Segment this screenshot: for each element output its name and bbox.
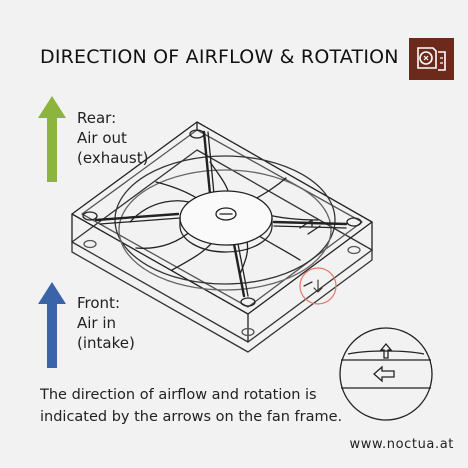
frame-arrow-left-icon <box>374 367 394 381</box>
page-title: DIRECTION OF AIRFLOW & ROTATION <box>40 46 399 68</box>
description-line1: The direction of airflow and rotation is <box>40 384 440 406</box>
website-link[interactable]: www.noctua.at <box>350 437 454 452</box>
noctua-owl-badge-icon <box>409 38 454 80</box>
description-line2: indicated by the arrows on the fan frame… <box>40 406 440 428</box>
fan-diagram <box>60 110 380 364</box>
description: The direction of airflow and rotation is… <box>40 384 440 428</box>
fan-hub <box>180 191 272 245</box>
